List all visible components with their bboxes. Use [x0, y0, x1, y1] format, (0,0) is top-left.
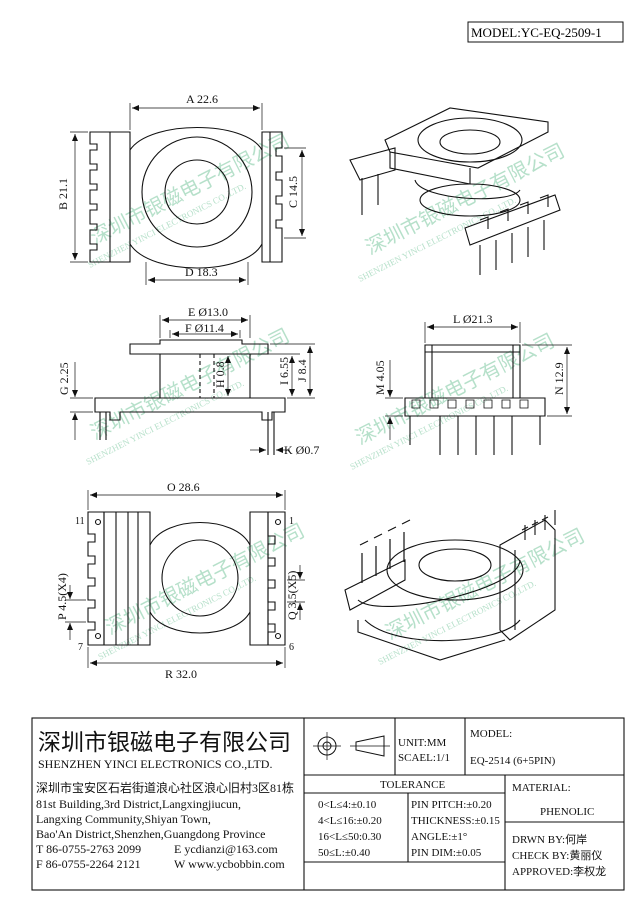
iso-view-2: [344, 510, 556, 661]
side-view: [385, 322, 572, 455]
pin-label-1: 1: [289, 516, 294, 527]
checked-by: CHECK BY:黄丽仪: [512, 848, 602, 862]
address-en-1: 81st Building,3rd District,Langxingjiucu…: [36, 797, 241, 811]
scale-label: SCAEL:1/1: [398, 752, 450, 764]
dim-k-label: K Ø0.7: [284, 443, 319, 457]
pin-label-11: 11: [75, 516, 85, 527]
iso-view-1: [349, 107, 561, 275]
spec-row: ANGLE:±1°: [411, 831, 467, 843]
dim-l-label: L Ø21.3: [453, 312, 493, 326]
watermark-cn: 深圳市银磁电子有限公司: [362, 139, 568, 259]
website: W www.ycbobbin.com: [174, 857, 285, 871]
dim-h-label: H 0.8: [213, 361, 227, 388]
drawn-by: DRWN BY:何岸: [512, 833, 587, 846]
model-header-box: [467, 21, 624, 43]
dim-a-label: A 22.6: [186, 92, 218, 106]
spec-row: THICKNESS:±0.15: [411, 815, 500, 827]
dim-o-label: O 28.6: [167, 480, 200, 494]
email-address: E ycdianzi@163.com: [174, 842, 278, 856]
title-block: [31, 717, 625, 891]
dim-b-label: B 21.1: [56, 178, 70, 210]
watermark-cn: 深圳市银磁电子有限公司: [87, 324, 293, 444]
dim-c-label: C 14.5: [286, 176, 300, 208]
dim-j-label: J 8.4: [295, 359, 309, 382]
dim-i-label: I 6.55: [277, 357, 291, 385]
model-header: MODEL:YC-EQ-2509-1: [471, 25, 602, 40]
approved-by: APPROVED:李权龙: [512, 864, 606, 878]
dim-r-label: R 32.0: [165, 667, 197, 681]
dim-f-label: F Ø11.4: [185, 321, 224, 335]
phone-number: T 86-0755-2763 2099: [36, 842, 141, 856]
unit-label: UNIT:MM: [398, 737, 447, 749]
dimension-labels: A 22.6 B 21.1 C 14.5 D 18.3 E Ø13.0 F Ø1…: [55, 92, 566, 681]
material-label: MATERIAL:: [512, 782, 571, 794]
bottom-view: [65, 490, 305, 668]
front-view: [70, 315, 315, 455]
pin-label-7: 7: [78, 642, 83, 653]
spec-row: PIN DIM:±0.05: [411, 847, 482, 859]
dim-m-label: M 4.05: [373, 360, 387, 395]
dim-g-label: G 2.25: [57, 362, 71, 395]
dim-q-label: Q 3.5(X5): [285, 571, 299, 620]
material-value: PHENOLIC: [540, 806, 594, 818]
watermark-cn: 深圳市银磁电子有限公司: [382, 524, 588, 644]
tolerance-row: 50≤L:±0.40: [318, 847, 371, 859]
tolerance-row: 4<L≤16:±0.20: [318, 815, 382, 827]
tolerance-row: 16<L≤50:0.30: [318, 831, 382, 843]
address-en-2: Langxing Community,Shiyan Town,: [36, 812, 211, 826]
address-cn: 深圳市宝安区石岩街道浪心社区浪心旧村3区81栋: [36, 780, 294, 795]
tolerance-row: 0<L≤4:±0.10: [318, 799, 377, 811]
fax-number: F 86-0755-2264 2121: [36, 857, 141, 871]
dim-e-label: E Ø13.0: [188, 305, 228, 319]
pin-label-6: 6: [289, 642, 294, 653]
address-en-3: Bao'An District,Shenzhen,Guangdong Provi…: [36, 827, 265, 841]
top-view: [70, 103, 306, 285]
dim-p-label: P 4.5(X4): [55, 573, 69, 620]
title-block-text: 深圳市银磁电子有限公司 SHENZHEN YINCI ELECTRONICS C…: [36, 728, 606, 878]
dim-d-label: D 18.3: [185, 265, 218, 279]
model-value: EQ-2514 (6+5PIN): [470, 755, 556, 767]
model-label: MODEL:: [470, 728, 512, 740]
company-name-cn: 深圳市银磁电子有限公司: [38, 730, 291, 755]
tolerance-title: TOLERANCE: [380, 779, 445, 791]
watermark-cn: 深圳市银磁电子有限公司: [102, 519, 308, 639]
spec-row: PIN PITCH:±0.20: [411, 799, 492, 811]
dim-n-label: N 12.9: [552, 362, 566, 395]
company-name-en: SHENZHEN YINCI ELECTRONICS CO.,LTD.: [38, 757, 272, 771]
